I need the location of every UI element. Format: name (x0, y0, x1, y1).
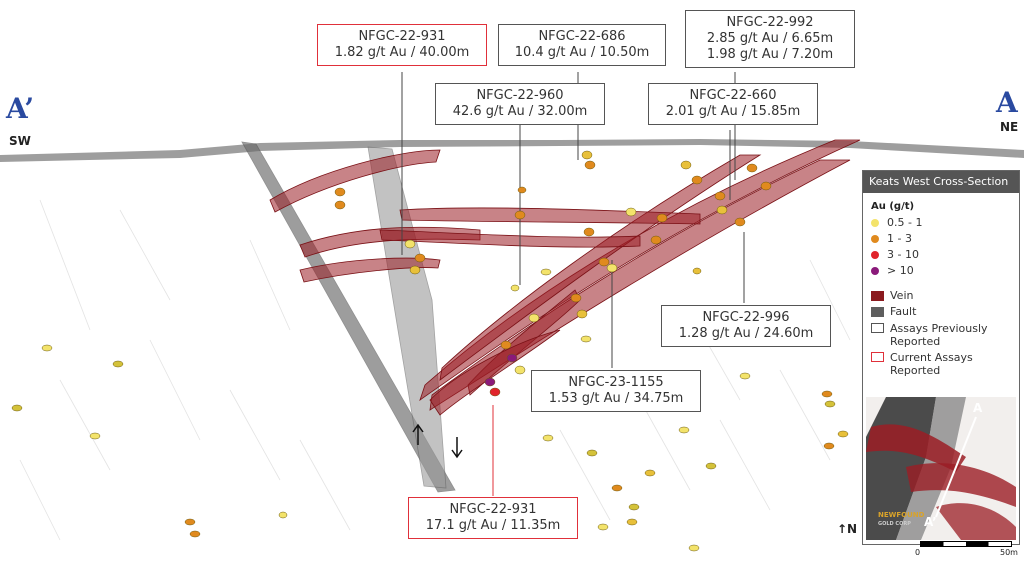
grade-label: 3 - 10 (887, 248, 919, 261)
vein-3 (439, 154, 762, 381)
callout-hole: NFGC-22-996 (702, 310, 790, 325)
fault-plane-1 (241, 141, 456, 493)
legend-current-assays: Current Assays Reported (871, 351, 1019, 377)
grade-swatch (871, 218, 879, 227)
legend-previous-assays: Assays Previously Reported (871, 322, 1019, 348)
callout-hole: NFGC-22-960 (476, 88, 564, 103)
callout-hole: NFGC-22-931 (358, 29, 446, 44)
callout-hole: NFGC-22-686 (538, 29, 626, 44)
topography-surface (0, 139, 1024, 162)
legend-fault: Fault (871, 304, 1019, 319)
legend-grade-3: 3 - 10 (871, 247, 1019, 262)
callout-assay: 10.4 g/t Au / 10.50m (514, 45, 650, 60)
vein-9 (379, 229, 641, 248)
callout-assay: 1.28 g/t Au / 24.60m (678, 326, 814, 341)
north-arrow: ↑N (837, 522, 858, 536)
legend-grade-4: > 10 (871, 263, 1019, 278)
callout-hole: NFGC-22-992 (726, 15, 814, 30)
section-label-a: A (996, 86, 1018, 119)
grade-label: > 10 (887, 264, 914, 277)
callout-nfgc-22-996: NFGC-22-996 1.28 g/t Au / 24.60m (661, 305, 831, 347)
legend-vein: Vein (871, 288, 1019, 303)
company-logo: NEWFOUND GOLD CORP (878, 511, 924, 527)
callout-assay: 2.01 g/t Au / 15.85m (665, 104, 801, 119)
vein-label: Vein (890, 289, 914, 302)
callout-assay: 17.1 g/t Au / 11.35m (425, 518, 561, 533)
fault-label: Fault (890, 305, 917, 318)
legend-grade-2: 1 - 3 (871, 231, 1019, 246)
callout-assay-2: 1.98 g/t Au / 7.20m (706, 47, 834, 62)
callout-nfgc-22-960: NFGC-22-960 42.6 g/t Au / 32.00m (435, 83, 605, 125)
grade-label: 1 - 3 (887, 232, 912, 245)
fault-swatch (871, 306, 884, 317)
grade-swatch (871, 234, 879, 243)
callout-hole: NFGC-22-660 (689, 88, 777, 103)
callout-assay: 42.6 g/t Au / 32.00m (452, 104, 588, 119)
callout-hole: NFGC-22-931 (449, 502, 537, 517)
inset-map-graphic (866, 397, 1016, 540)
fault-arrow-down (451, 437, 463, 459)
previous-label: Assays Previously Reported (890, 322, 988, 348)
callout-assay: 1.82 g/t Au / 40.00m (334, 45, 470, 60)
grade-swatch (871, 250, 879, 259)
scale-end: 50m (1000, 548, 1018, 557)
previous-swatch (871, 323, 884, 333)
callout-nfgc-22-992: NFGC-22-992 2.85 g/t Au / 6.65m 1.98 g/t… (685, 10, 855, 68)
callout-nfgc-23-1155: NFGC-23-1155 1.53 g/t Au / 34.75m (531, 370, 701, 412)
vein-5 (269, 149, 441, 213)
vein-8 (399, 207, 701, 225)
direction-ne: NE (1000, 120, 1019, 134)
direction-sw: SW (9, 134, 31, 148)
grade-label: 0.5 - 1 (887, 216, 923, 229)
scale-start: 0 (915, 548, 921, 557)
fault-arrow-up (412, 423, 424, 445)
vein-7 (299, 257, 441, 283)
company-subtitle: GOLD CORP (878, 521, 911, 527)
section-label-a-prime: A’ (6, 92, 35, 125)
current-label: Current Assays Reported (890, 351, 973, 377)
grade-swatch (871, 266, 879, 275)
callout-assay: 1.53 g/t Au / 34.75m (548, 391, 684, 406)
callout-nfgc-22-931-lower: NFGC-22-931 17.1 g/t Au / 11.35m (408, 497, 578, 539)
location-inset-map: A A’ NEWFOUND GOLD CORP (866, 397, 1016, 540)
legend-grade-1: 0.5 - 1 (871, 215, 1019, 230)
callout-nfgc-22-660: NFGC-22-660 2.01 g/t Au / 15.85m (648, 83, 818, 125)
current-swatch (871, 352, 884, 362)
callout-assay: 2.85 g/t Au / 6.65m (706, 31, 834, 46)
scale-bar (920, 541, 1012, 547)
legend-title: Keats West Cross-Section (863, 171, 1019, 193)
vein-swatch (871, 290, 884, 301)
legend-grade-heading: Au (g/t) (871, 201, 915, 212)
callout-nfgc-22-686: NFGC-22-686 10.4 g/t Au / 10.50m (498, 24, 666, 66)
inset-label-a-prime: A’ (924, 515, 937, 529)
company-name: NEWFOUND (878, 511, 925, 519)
callout-hole: NFGC-23-1155 (568, 375, 664, 390)
inset-label-a: A (973, 401, 983, 415)
vein-10 (429, 329, 561, 416)
callout-nfgc-22-931-upper: NFGC-22-931 1.82 g/t Au / 40.00m (317, 24, 487, 66)
legend-panel: Keats West Cross-Section Au (g/t) 0.5 - … (862, 170, 1020, 547)
assay-intercepts (11, 150, 849, 552)
